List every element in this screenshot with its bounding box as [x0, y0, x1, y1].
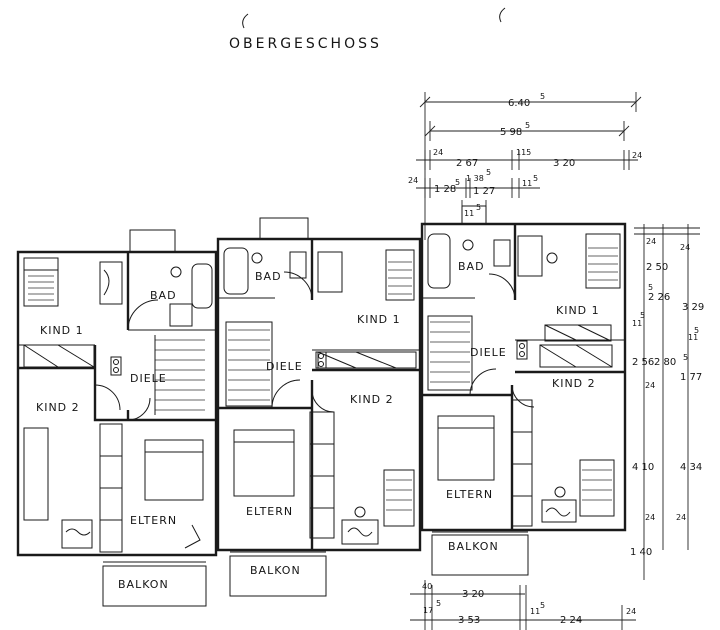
- room-label-diele-right: DIELE: [470, 346, 507, 359]
- top-dimensions: 6.40 5 5 98 5 24 2 67 115 3 20 24 24 1 2…: [408, 92, 642, 240]
- dim-row4-c-sup: 5: [486, 168, 491, 177]
- room-label-eltern-middle: ELTERN: [246, 505, 293, 518]
- dim-left-span: 2 67: [456, 158, 478, 169]
- dim-r-outer1: 24: [646, 237, 656, 246]
- unit-left: KIND 1 BAD DIELE KIND 2 ELTERN BALKON: [16, 229, 218, 607]
- dim-r5: 11: [688, 333, 698, 342]
- dim-b1: 40: [422, 582, 432, 591]
- dim-b5-sup: 5: [540, 601, 545, 610]
- bottom-dimensions: 40 3 20 17 5 3 53 11 5 2 24 24: [410, 580, 636, 630]
- dim-b5: 11: [530, 607, 540, 616]
- dim-row4-d: 1 27: [473, 186, 495, 197]
- dim-r13: 24: [676, 513, 686, 522]
- dim-mid-wall: 115: [516, 148, 531, 157]
- room-label-bad-middle: BAD: [255, 270, 282, 283]
- dim-r6: 2 56: [632, 357, 654, 368]
- room-label-eltern-left: ELTERN: [130, 514, 177, 527]
- room-label-eltern-right: ELTERN: [446, 488, 493, 501]
- room-label-kind2-middle: KIND 2: [350, 393, 394, 406]
- dim-row5-sup: 5: [476, 203, 481, 212]
- dim-row4-b: 1 28: [434, 184, 456, 195]
- room-label-kind2-right: KIND 2: [552, 377, 596, 390]
- dim-r2: 2 26: [648, 292, 670, 303]
- dim-r4: 11: [632, 319, 642, 328]
- unit-right: BAD KIND 1 DIELE KIND 2 ELTERN BALKON: [420, 205, 627, 576]
- dim-r14: 1 40: [630, 547, 652, 558]
- room-label-diele-left: DIELE: [130, 372, 167, 385]
- dim-row4-e: 11: [522, 179, 532, 188]
- plan-title: OBERGESCHOSS: [229, 36, 382, 52]
- stove-symbols: [110, 340, 528, 376]
- dim-r8: 1 77: [680, 372, 702, 383]
- room-label-balkon-right: BALKON: [448, 540, 499, 553]
- dim-b7: 24: [626, 607, 636, 616]
- room-label-kind1-middle: KIND 1: [357, 313, 401, 326]
- dim-r3: 3 29: [682, 302, 704, 313]
- dim-r2-sup: 5: [648, 283, 653, 292]
- dim-row4-c: 1 38: [466, 174, 484, 183]
- dim-r4-sup: 5: [640, 311, 645, 320]
- dim-row5: 11: [464, 209, 474, 218]
- right-dimensions: 24 24 2 50 2 26 5 3 29 11 5 11 5 2 56 2 …: [630, 224, 704, 580]
- dim-row4-b-sup: 5: [455, 178, 460, 187]
- dim-r-outer2: 24: [680, 243, 690, 252]
- dim-r7: 2 80: [654, 357, 676, 368]
- dim-b3: 17: [423, 606, 433, 615]
- room-label-kind1-right: KIND 1: [556, 304, 600, 317]
- dim-inner-width-sup: 5: [525, 121, 530, 130]
- dim-right-wall: 24: [632, 151, 642, 160]
- dim-r9: 24: [645, 381, 655, 390]
- dim-r10: 4 10: [632, 462, 654, 473]
- room-label-bad-left: BAD: [150, 289, 177, 302]
- dim-b4: 3 53: [458, 615, 480, 626]
- dim-inner-width: 5 98: [500, 127, 522, 138]
- room-label-balkon-middle: BALKON: [250, 564, 301, 577]
- dim-right-span: 3 20: [553, 158, 575, 169]
- dim-total-width: 6.40: [508, 98, 530, 109]
- dim-left-wall: 24: [433, 148, 443, 157]
- unit-middle: BAD KIND 1 DIELE KIND 2 ELTERN BALKON: [216, 217, 422, 597]
- dim-r5-sup: 5: [694, 326, 699, 335]
- dim-b2: 3 20: [462, 589, 484, 600]
- dim-b6: 2 24: [560, 615, 582, 626]
- dim-b3-sup: 5: [436, 599, 441, 608]
- punch-holes: [242, 7, 506, 29]
- room-label-kind2-left: KIND 2: [36, 401, 80, 414]
- dim-row4-e-sup: 5: [533, 174, 538, 183]
- room-label-bad-right: BAD: [458, 260, 485, 273]
- dim-row4-a: 24: [408, 176, 418, 185]
- dim-r8-sup: 5: [683, 353, 688, 362]
- room-label-kind1-left: KIND 1: [40, 324, 84, 337]
- dim-r11: 4 34: [680, 462, 702, 473]
- dim-r1: 2 50: [646, 262, 668, 273]
- dim-total-width-sup: 5: [540, 92, 545, 101]
- room-label-diele-middle: DIELE: [266, 360, 303, 373]
- dim-r12: 24: [645, 513, 655, 522]
- room-label-balkon-left: BALKON: [118, 578, 169, 591]
